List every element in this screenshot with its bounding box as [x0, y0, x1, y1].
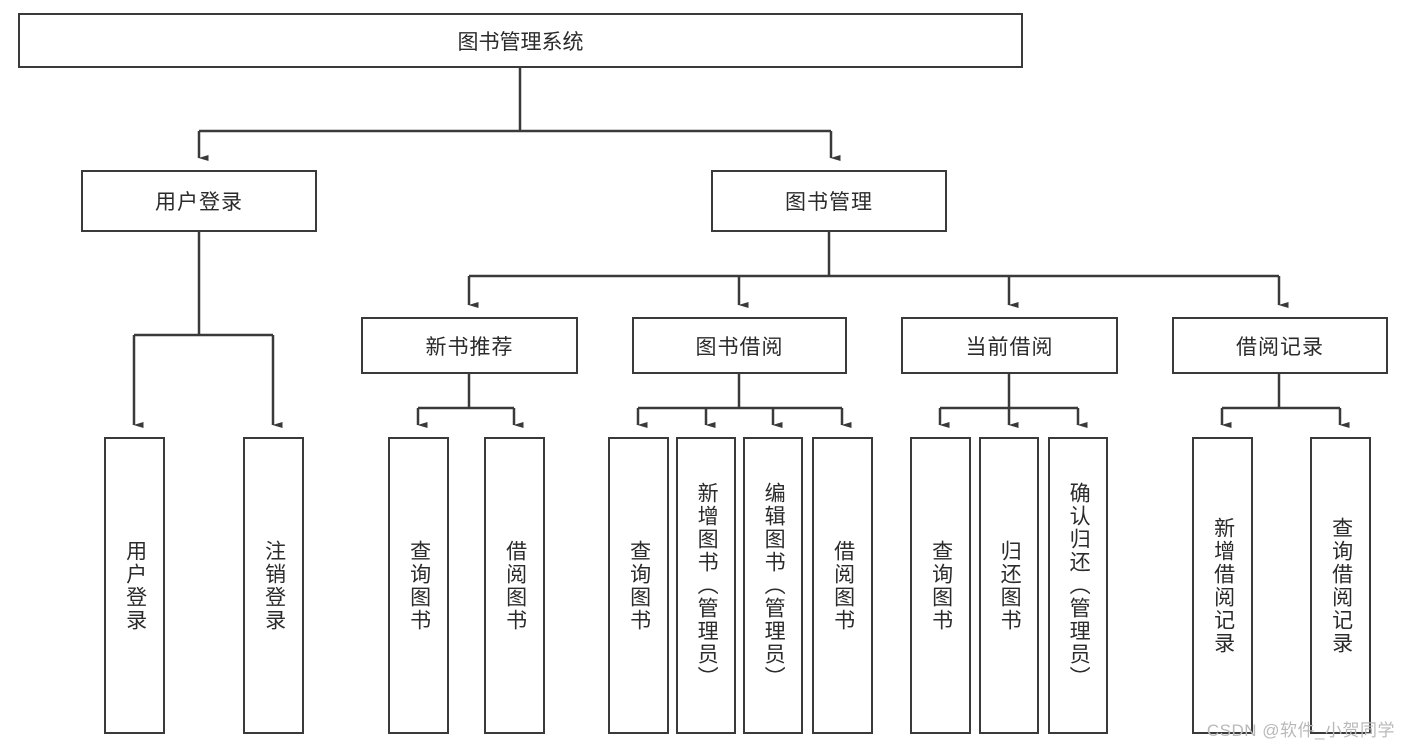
watermark-text: CSDN @软件_小贺同学 [1206, 721, 1395, 740]
leaf-edit-book-admin[interactable]: 编辑图书（管理员） [743, 437, 803, 734]
leaf-query-book-recommend[interactable]: 查询图书 [388, 437, 449, 734]
leaf-confirm-return-admin[interactable]: 确认归还（管理员） [1048, 437, 1108, 734]
node-borrow-records[interactable]: 借阅记录 [1172, 317, 1388, 374]
leaf-add-book-admin[interactable]: 新增图书（管理员） [676, 437, 736, 734]
leaf-add-borrow-record[interactable]: 新增借阅记录 [1192, 437, 1253, 734]
node-new-book-recommend[interactable]: 新书推荐 [361, 317, 578, 374]
leaf-return-book[interactable]: 归还图书 [979, 437, 1039, 734]
node-label: 借阅记录 [1236, 335, 1324, 359]
node-root-system[interactable]: 图书管理系统 [18, 13, 1023, 68]
leaf-label: 借阅图书 [831, 539, 855, 632]
node-book-management[interactable]: 图书管理 [711, 170, 947, 232]
leaf-user-logout[interactable]: 注销登录 [243, 437, 304, 734]
node-label: 用户登录 [155, 191, 243, 214]
leaf-label: 新增借阅记录 [1211, 516, 1235, 655]
leaf-label: 查询图书 [929, 539, 953, 632]
node-label: 图书管理 [785, 191, 873, 214]
leaf-query-book-borrow[interactable]: 查询图书 [608, 437, 669, 734]
leaf-label: 查询图书 [627, 539, 651, 632]
node-label: 当前借阅 [965, 335, 1054, 359]
leaf-query-book-current[interactable]: 查询图书 [910, 437, 971, 734]
leaf-label: 查询借阅记录 [1329, 516, 1353, 655]
leaf-label: 借阅图书 [503, 539, 527, 632]
leaf-borrow-book[interactable]: 借阅图书 [812, 437, 873, 734]
leaf-label: 编辑图书（管理员） [762, 482, 786, 689]
leaf-borrow-book-recommend[interactable]: 借阅图书 [484, 437, 545, 734]
node-current-borrow[interactable]: 当前借阅 [901, 317, 1118, 374]
node-label: 图书管理系统 [457, 30, 584, 54]
node-label: 图书借阅 [695, 335, 784, 359]
leaf-label: 新增图书（管理员） [695, 482, 719, 689]
leaf-label: 用户登录 [123, 539, 147, 632]
node-user-login[interactable]: 用户登录 [81, 170, 317, 232]
leaf-label: 确认归还（管理员） [1067, 482, 1091, 689]
leaf-label: 注销登录 [262, 539, 286, 632]
node-book-borrow[interactable]: 图书借阅 [632, 317, 847, 374]
leaf-label: 查询图书 [407, 539, 431, 632]
leaf-query-borrow-record[interactable]: 查询借阅记录 [1310, 437, 1371, 734]
leaf-user-login[interactable]: 用户登录 [104, 437, 165, 734]
node-label: 新书推荐 [425, 335, 514, 359]
leaf-label: 归还图书 [998, 539, 1022, 632]
